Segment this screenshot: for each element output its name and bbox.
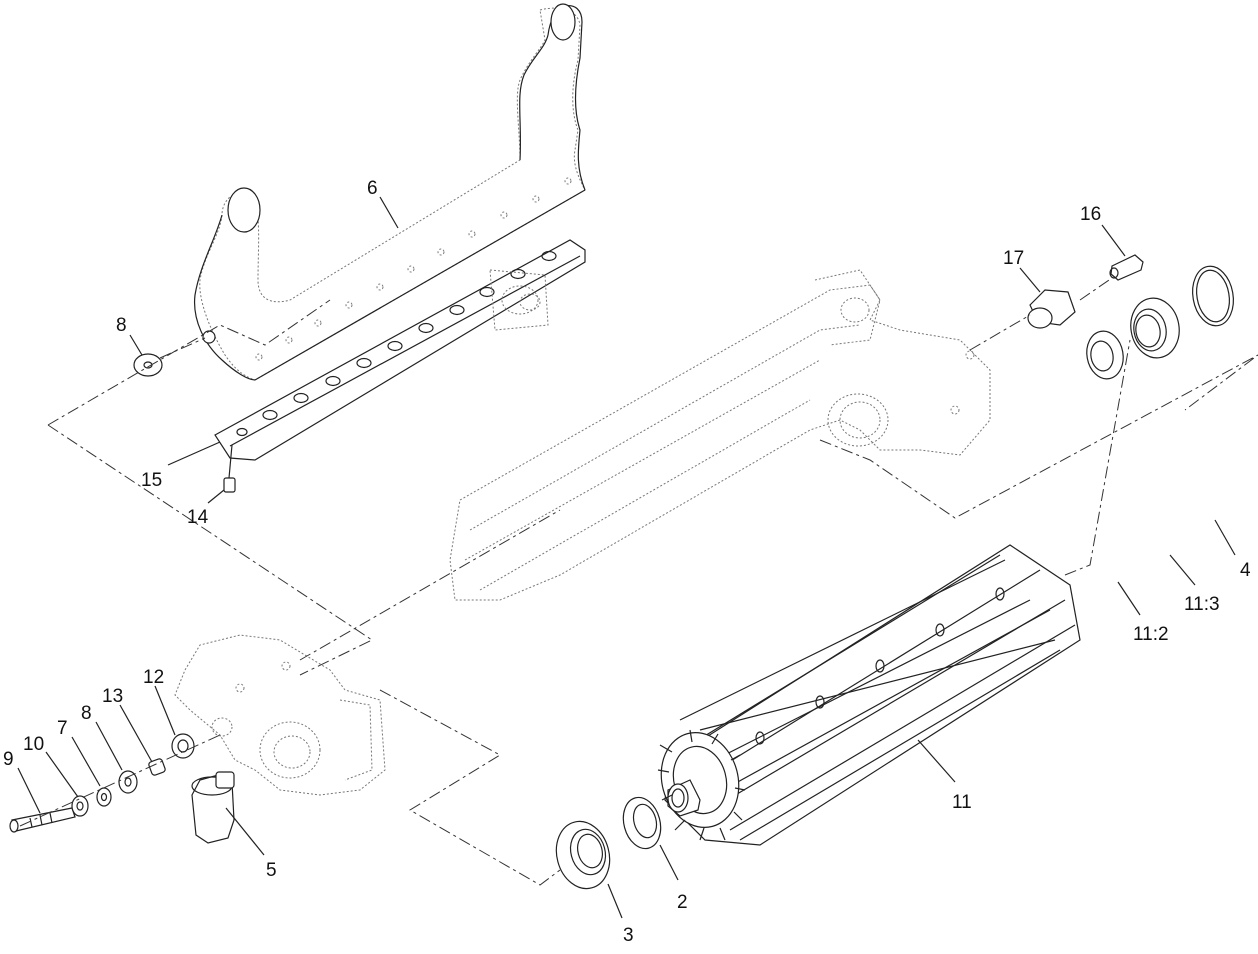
part-6-frame: [193, 3, 586, 381]
part-16-grease-fitting: [1109, 254, 1144, 281]
lower-side-plate: [174, 634, 386, 796]
part-8-washer-lower: [118, 770, 138, 794]
callout-5: 5: [266, 860, 277, 881]
callout-4: 4: [1240, 560, 1251, 581]
callout-16: 16: [1080, 204, 1101, 225]
callout-12: 12: [143, 667, 164, 688]
callout-2: 2: [677, 892, 688, 913]
callout-3: 3: [623, 925, 634, 946]
callout-11: 11: [952, 792, 972, 813]
part-12-bearing: [171, 733, 195, 759]
part-8-washer-upper: [133, 353, 163, 377]
part-17-fitting: [1027, 289, 1076, 329]
part-2-seal: [622, 796, 662, 850]
callout-15: 15: [141, 470, 162, 491]
center-frame: [449, 269, 991, 601]
callout-13: 13: [102, 686, 123, 707]
part-11-reel: [657, 544, 1081, 846]
part-10-nut: [71, 795, 89, 817]
part-9-shaft: [9, 807, 76, 833]
part-15-bedknife: [214, 239, 586, 461]
part-11-3-bearing: [1130, 297, 1180, 359]
part-5-plug: [191, 771, 235, 844]
callout-9: 9: [3, 749, 14, 770]
part-11-2-seal: [1086, 330, 1124, 380]
callout-7: 7: [57, 718, 68, 739]
callout-6: 6: [367, 178, 378, 199]
callout-11-3: 11:3: [1184, 594, 1220, 615]
callout-10: 10: [23, 734, 44, 755]
callout-8-upper: 8: [116, 315, 127, 336]
callout-14: 14: [187, 507, 209, 528]
callout-labels: 6 8 15 14 17 16 4 11:3 11:2 12 13 8 7 10…: [3, 178, 1251, 946]
part-7-washer: [96, 787, 112, 807]
callout-11-2: 11:2: [1133, 624, 1169, 645]
part-3-bearing: [555, 820, 611, 890]
callout-17: 17: [1003, 248, 1024, 269]
callout-8-lower: 8: [81, 703, 92, 724]
part-13-spacer: [148, 758, 166, 776]
assembly-dash-lines: [19, 277, 1258, 886]
part-14-screw: [223, 444, 236, 493]
part-4-snap-ring: [1192, 265, 1234, 327]
leader-lines: [17, 196, 1236, 919]
